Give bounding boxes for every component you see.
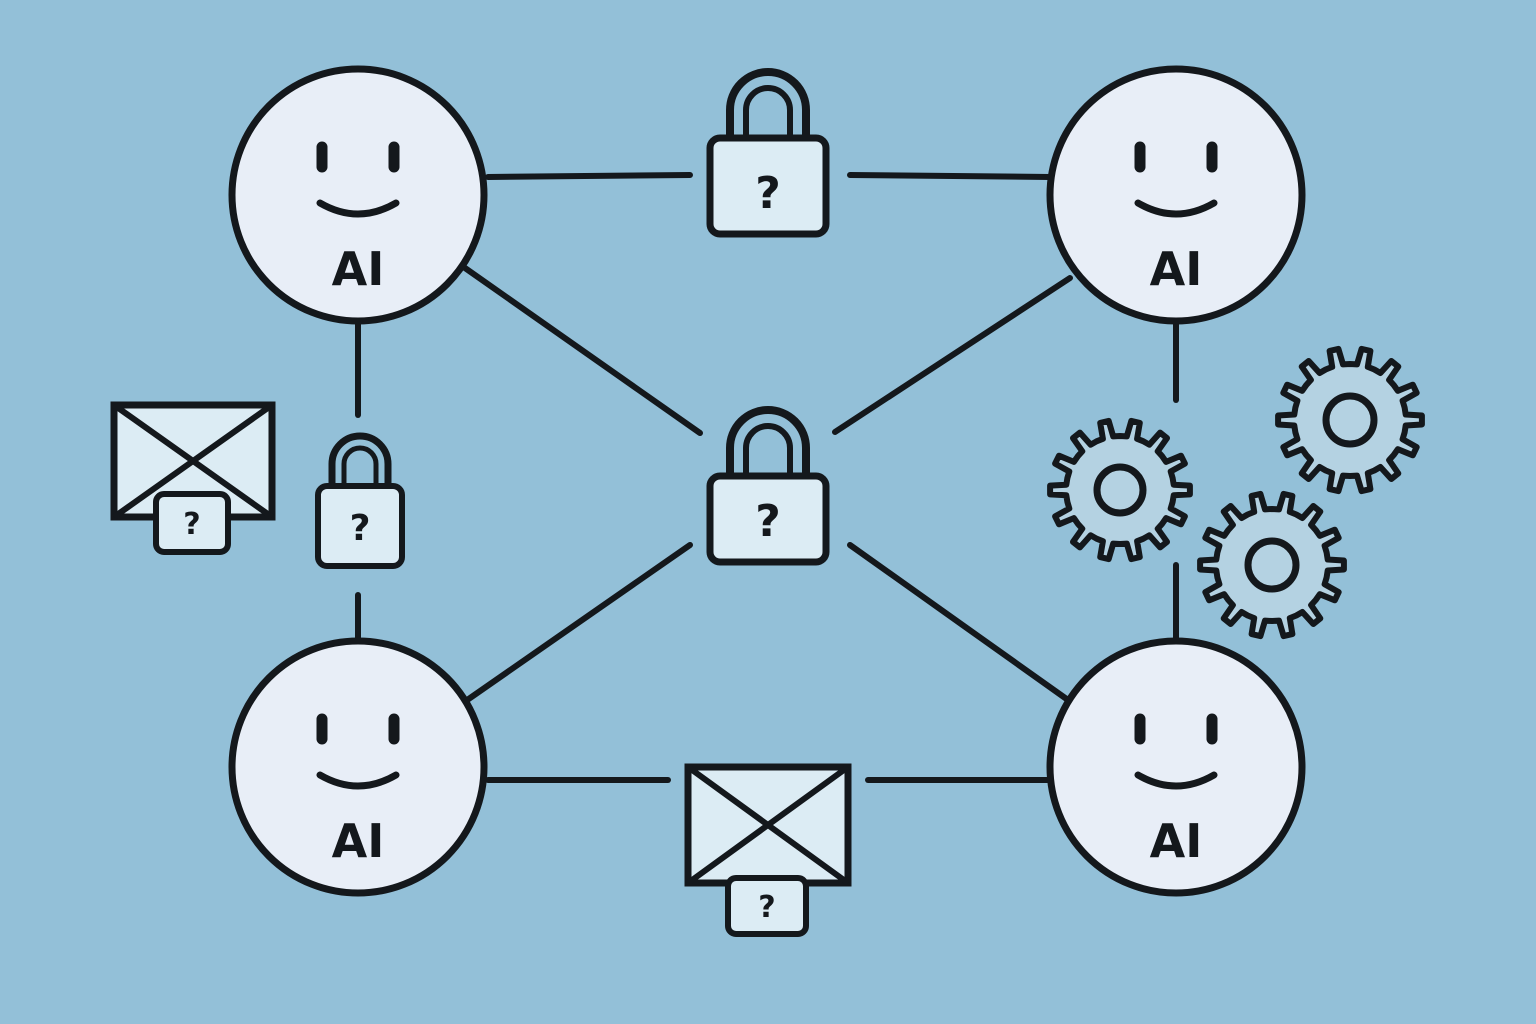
edge-center-bl — [457, 542, 693, 708]
lock-icon-left: ? — [315, 432, 405, 569]
envelope-icon-left: ? — [110, 401, 276, 555]
connectors — [355, 172, 1179, 783]
node-label: AI — [1150, 242, 1203, 296]
lock-body — [706, 134, 830, 238]
question-mark: ? — [758, 890, 775, 925]
node-label: AI — [332, 242, 385, 296]
lock-body — [706, 472, 830, 566]
gear-icon-lower — [1197, 490, 1347, 640]
edge-lock-top-tr — [847, 172, 1053, 180]
gear-hole — [1322, 392, 1378, 448]
node-label: AI — [1150, 814, 1203, 868]
envelope-icon-bottom: ? — [684, 763, 852, 937]
gear-hole — [1093, 463, 1147, 517]
lock-shackle-outer — [726, 68, 810, 144]
lock-shackle-outer — [726, 406, 810, 482]
ai-node-top-right: AI — [1046, 65, 1306, 325]
ai-node-bottom-left: AI — [228, 637, 488, 897]
edge-tl-center — [462, 265, 703, 436]
question-mark: ? — [755, 168, 781, 219]
envelope-cross — [686, 764, 850, 886]
lock-shackle-inner — [743, 423, 793, 482]
node-label: AI — [332, 814, 385, 868]
lock-body — [315, 483, 405, 569]
lock-shackle-inner — [341, 445, 379, 492]
question-mark: ? — [755, 496, 781, 547]
edge-tl-lock-top — [485, 172, 693, 180]
node-circle — [1046, 65, 1306, 325]
lock-icon-center: ? — [706, 406, 830, 566]
envelope-badge — [153, 491, 231, 555]
lock-shackle-outer — [328, 432, 392, 492]
gear-hole — [1244, 537, 1300, 593]
node-circle — [228, 65, 488, 325]
smile — [316, 771, 400, 790]
gear-icon-left — [1047, 417, 1193, 563]
smile — [316, 199, 400, 218]
question-mark: ? — [183, 507, 200, 542]
node-circle — [228, 637, 488, 897]
node-circle — [1046, 637, 1306, 897]
smile — [1134, 199, 1218, 218]
ai-node-top-left: AI — [228, 65, 488, 325]
envelope-badge — [725, 875, 809, 937]
edge-center-br — [847, 542, 1071, 703]
question-mark: ? — [350, 508, 371, 549]
gear-icon-upper — [1275, 345, 1425, 495]
edge-tr-center — [832, 275, 1073, 435]
envelope-cross — [112, 402, 274, 520]
ai-node-bottom-right: AI — [1046, 637, 1306, 897]
lock-icon-top: ? — [706, 68, 830, 238]
lock-shackle-inner — [743, 85, 793, 144]
smile — [1134, 771, 1218, 790]
